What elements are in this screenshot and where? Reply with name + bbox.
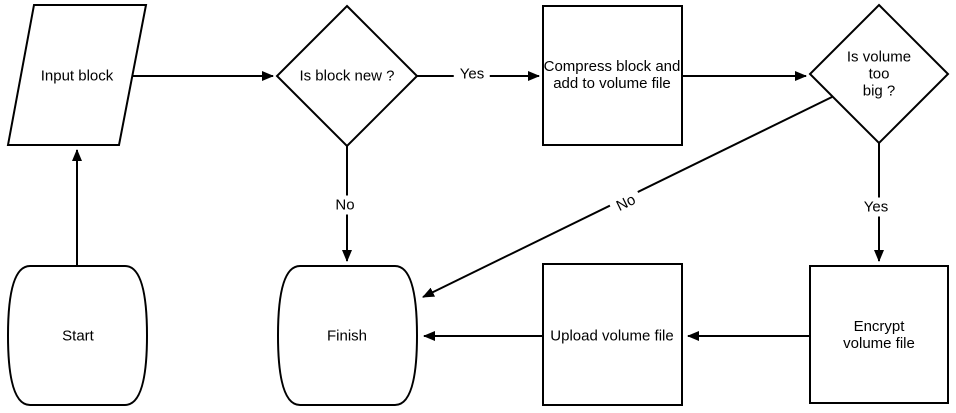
encrypt-volume-file-label: Encrypt volume file: [843, 318, 915, 352]
input-block-parallelogram: [6, 4, 148, 146]
finish-terminator: [276, 265, 419, 406]
input-block-label: Input block: [40, 67, 114, 85]
encrypt-volume-file-rect: [809, 265, 949, 404]
compress-block-rect: [542, 5, 683, 146]
compress-block-label: Compress block and add to volume file: [543, 58, 681, 92]
is-block-new-label: Is block new ?: [299, 67, 395, 85]
finish-label: Finish: [326, 327, 368, 345]
is-volume-too-big-label: Is volume too big ?: [846, 48, 912, 100]
start-terminator: [6, 265, 149, 406]
upload-volume-file-label: Upload volume file: [550, 327, 674, 345]
edge-label-is-block-new-no: No: [329, 195, 361, 215]
edge-label-is-block-new-yes: Yes: [453, 64, 491, 84]
edge-label-is-volume-too-big-yes: Yes: [857, 197, 895, 217]
start-label: Start: [62, 327, 94, 345]
upload-volume-file-rect: [542, 263, 683, 406]
